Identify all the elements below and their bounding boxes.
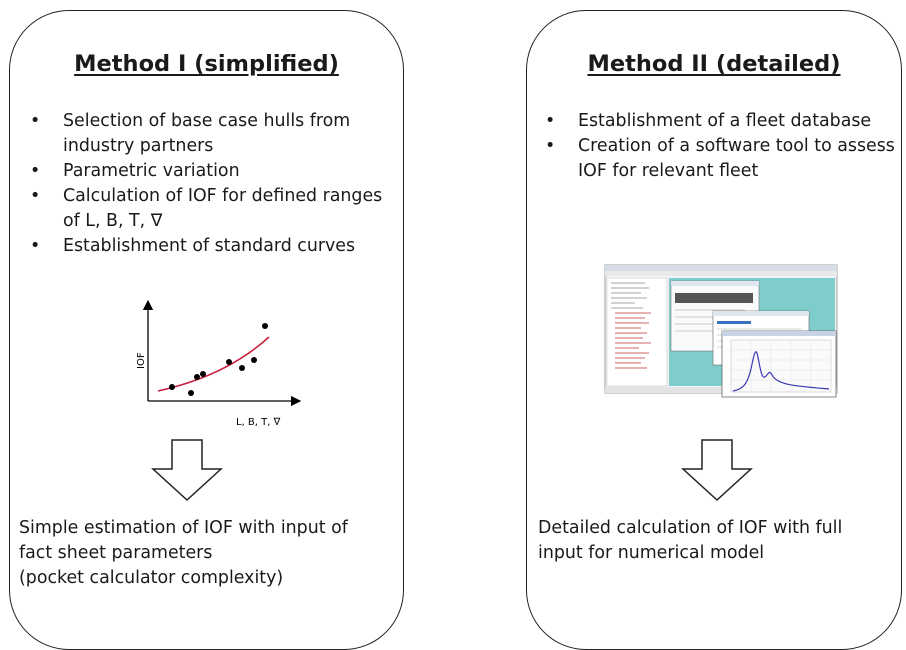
data-point xyxy=(262,323,268,329)
method-1-result: Simple estimation of IOF with input of f… xyxy=(19,516,399,591)
bullet-text: Establishment of a fleet database xyxy=(578,111,872,131)
method-1-bullet-list: •Selection of base case hulls from indus… xyxy=(22,109,402,259)
bullet-text: Selection of base case hulls from indust… xyxy=(63,111,351,156)
method-2-result: Detailed calculation of IOF with full in… xyxy=(538,516,898,566)
list-item: •Selection of base case hulls from indus… xyxy=(30,111,351,156)
data-point xyxy=(200,371,206,377)
data-point xyxy=(194,374,200,380)
data-point xyxy=(251,357,257,363)
bullet-text: Creation of a software tool to assess IO… xyxy=(578,136,895,181)
down-arrow-icon xyxy=(151,439,223,502)
result-line: Simple estimation of IOF with input of xyxy=(19,518,348,538)
list-item: •Establishment of standard curves xyxy=(30,236,356,256)
data-point xyxy=(169,384,175,390)
result-line: Detailed calculation of IOF with full xyxy=(538,518,843,538)
method-1-panel: Method I (simplified) •Selection of base… xyxy=(9,10,404,650)
result-line: (pocket calculator complexity) xyxy=(19,568,284,588)
data-point xyxy=(226,359,232,365)
software-tool-screenshot xyxy=(604,264,838,398)
method-2-title: Method II (detailed) xyxy=(587,51,841,77)
result-line: input for numerical model xyxy=(538,543,765,563)
list-item: •Calculation of IOF for defined ranges o… xyxy=(30,186,383,231)
method-2-panel: Method II (detailed) •Establishment of a… xyxy=(526,10,902,650)
method-2-bullet-list: •Establishment of a fleet database •Crea… xyxy=(537,109,903,184)
result-line: fact sheet parameters xyxy=(19,543,213,563)
data-point xyxy=(188,390,194,396)
trend-curve xyxy=(157,336,270,392)
down-arrow-icon xyxy=(681,439,753,502)
method-1-title: Method I (simplified) xyxy=(74,51,339,77)
data-point xyxy=(239,365,245,371)
list-item: •Establishment of a fleet database xyxy=(545,111,872,131)
y-axis-label: IOF xyxy=(136,352,147,369)
list-item: •Creation of a software tool to assess I… xyxy=(545,136,895,181)
bullet-text: Establishment of standard curves xyxy=(63,236,356,256)
x-axis-label: L, B, T, ∇ xyxy=(236,417,281,428)
bullet-text: Calculation of IOF for defined ranges of… xyxy=(63,186,383,231)
iof-schematic-plot: IOF L, B, T, ∇ xyxy=(136,299,302,428)
list-item: •Parametric variation xyxy=(30,161,240,181)
data-points xyxy=(169,323,268,396)
bullet-text: Parametric variation xyxy=(63,161,240,181)
